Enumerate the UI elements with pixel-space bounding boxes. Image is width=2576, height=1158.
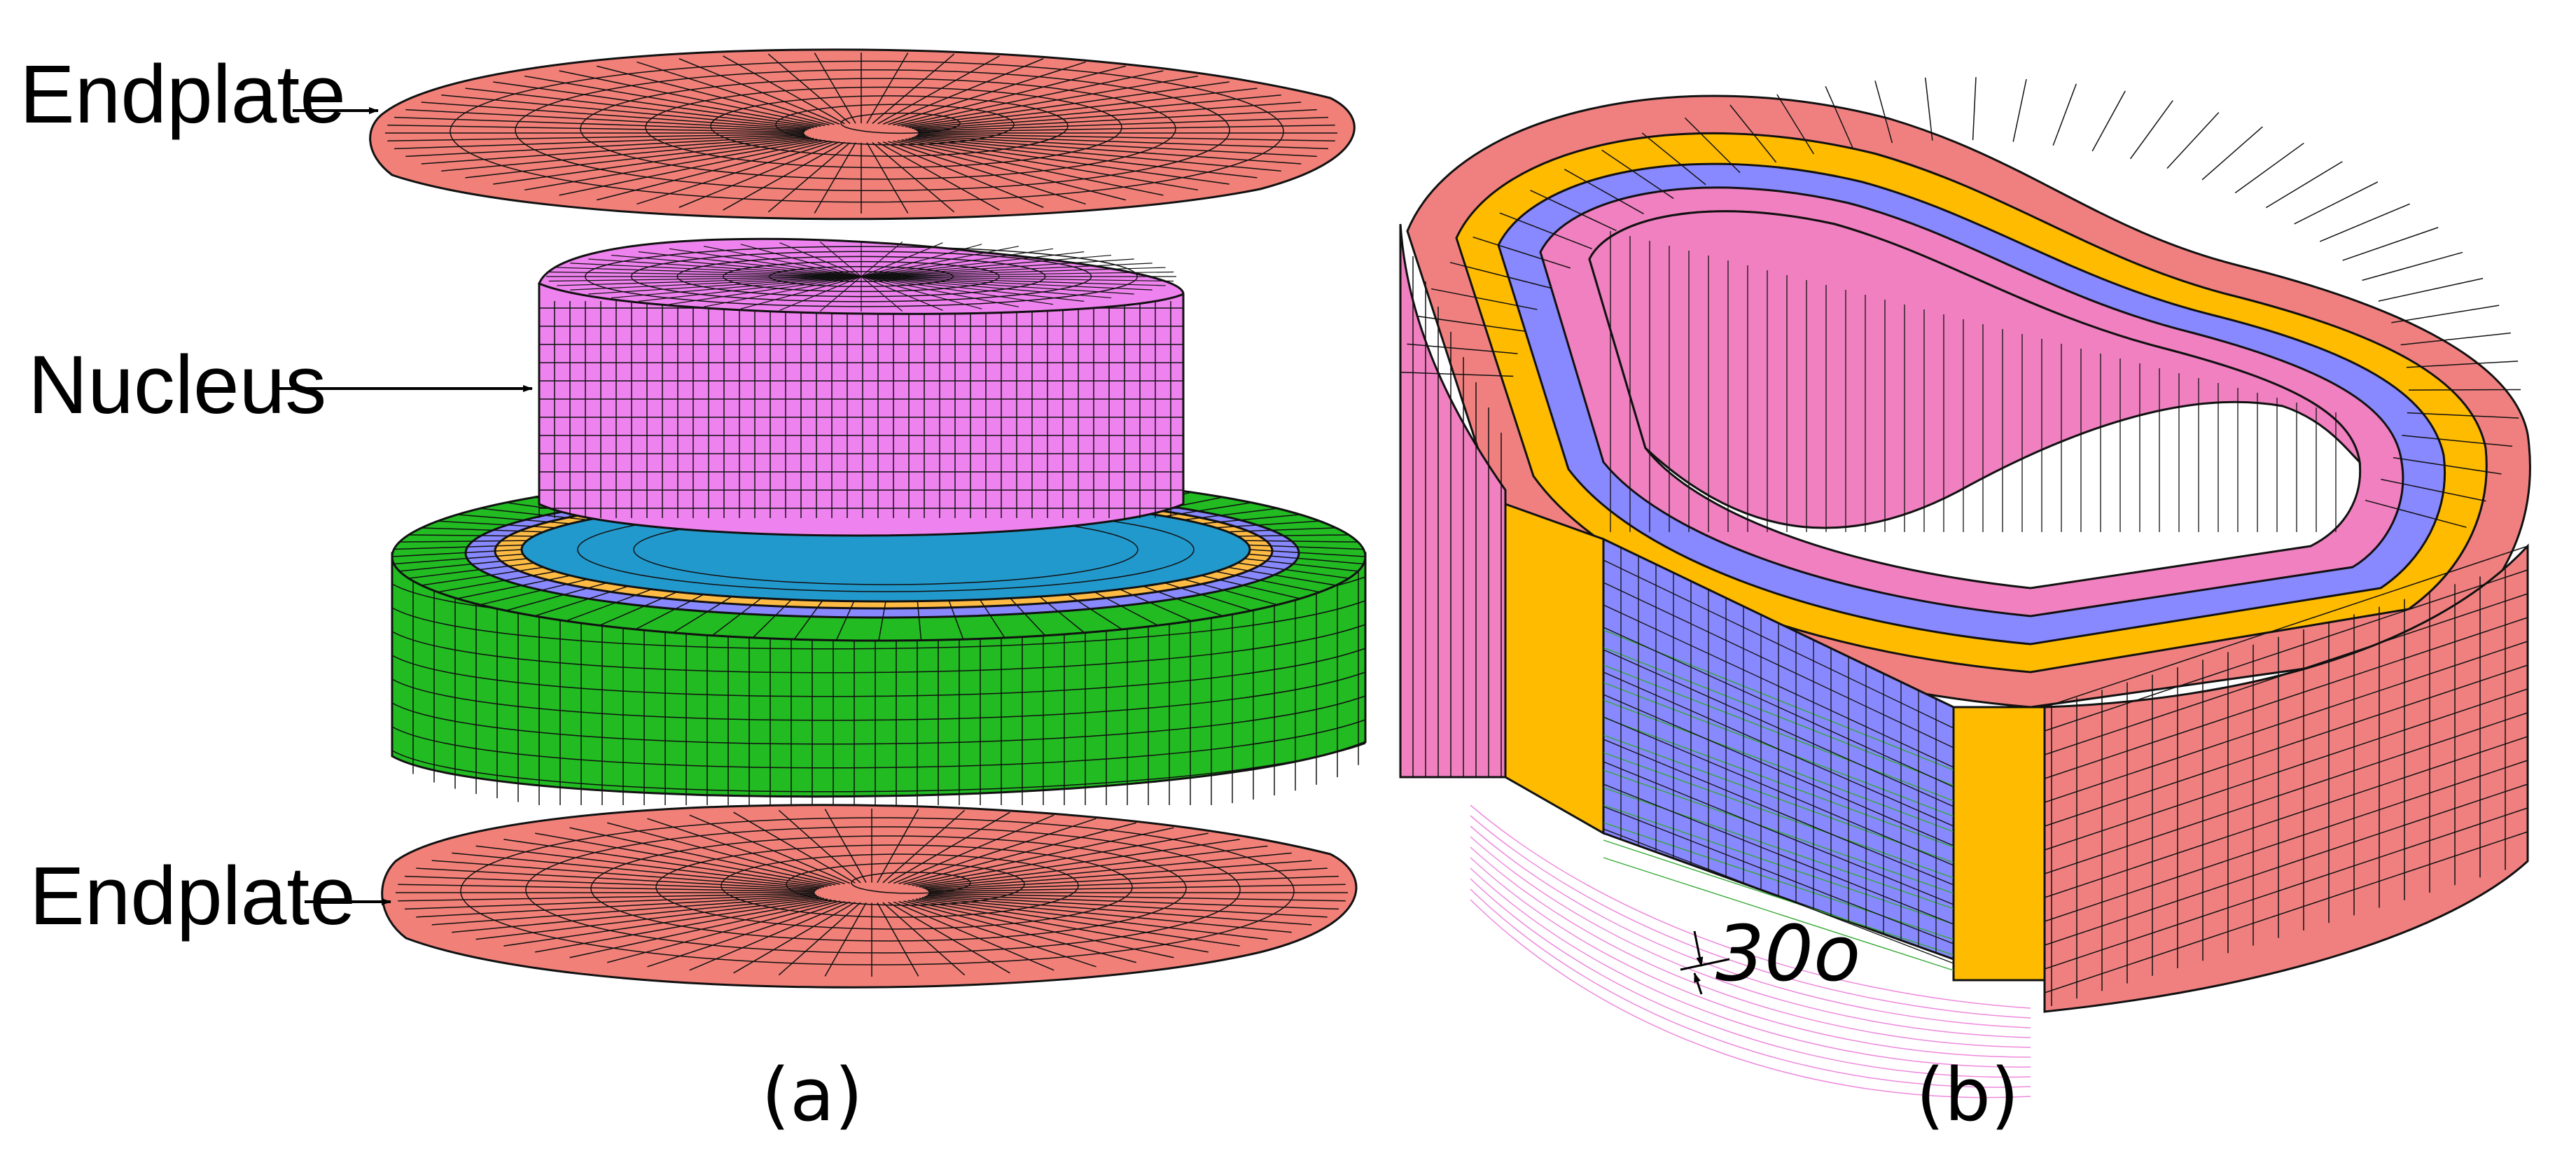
endplate-bottom-mesh <box>381 804 1358 989</box>
label-endplate-bottom: Endplate <box>29 850 356 942</box>
label-endplate-top: Endplate <box>20 48 346 141</box>
callout-nucleus: Nucleus <box>28 339 533 431</box>
panel-a-exploded-disc: Endplate Nucleus Endplate (a) <box>20 48 1367 1138</box>
panel-b-annulus-section: 30o (b) <box>1399 77 2531 1138</box>
callout-endplate-top: Endplate <box>20 48 379 141</box>
endplate-top-mesh <box>369 48 1356 221</box>
caption-b: (b) <box>1916 1052 2019 1138</box>
label-nucleus: Nucleus <box>28 339 326 431</box>
nucleus-mesh <box>538 237 1185 537</box>
caption-a: (a) <box>762 1052 863 1138</box>
callout-endplate-bottom: Endplate <box>29 850 391 942</box>
angle-label: 30o <box>1715 909 1860 998</box>
angle-annotation: 30o <box>1680 909 1860 998</box>
